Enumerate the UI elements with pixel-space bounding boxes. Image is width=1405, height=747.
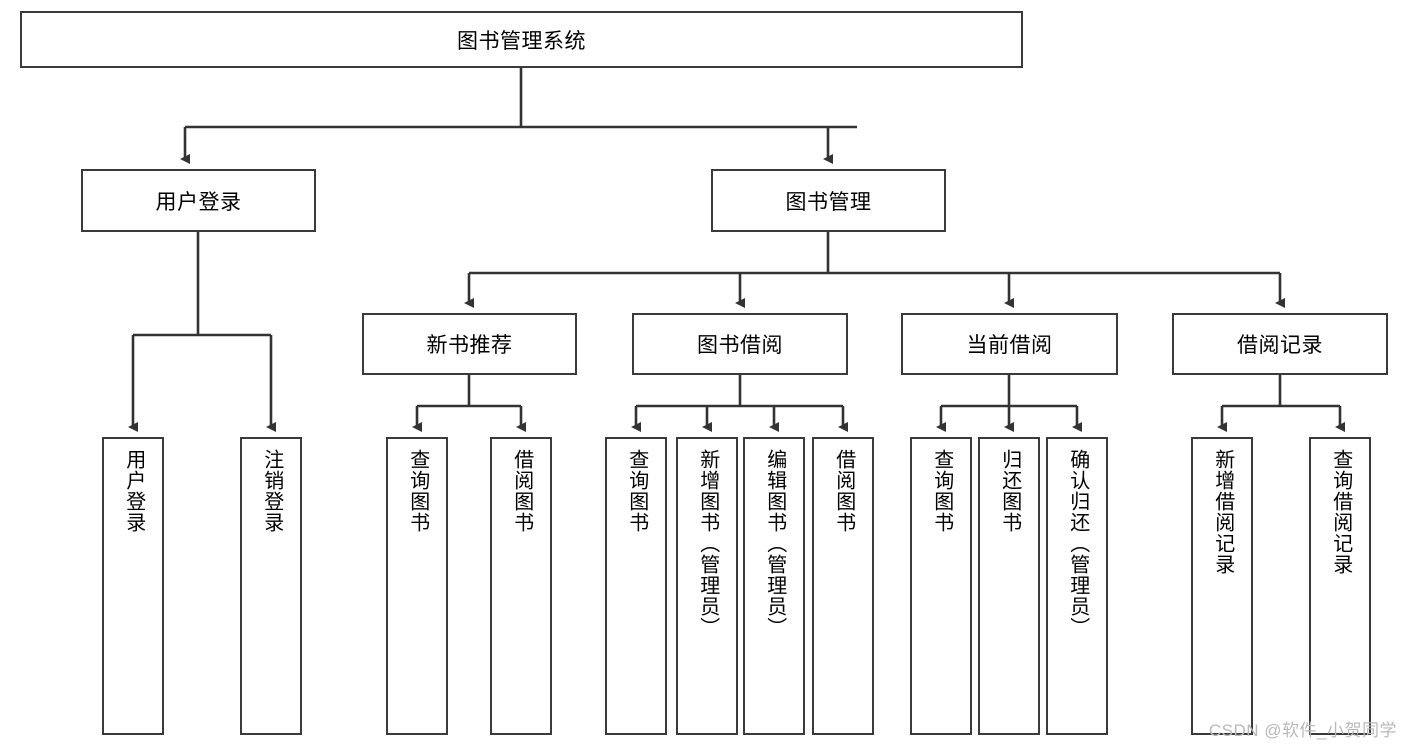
node-book-borrow[interactable]: 图书借阅 — [632, 313, 848, 375]
leaf-current-confirm-return[interactable]: 确认归还（管理员） — [1046, 437, 1108, 735]
leaf-borrow-borrow-book[interactable]: 借阅图书 — [812, 437, 874, 735]
leaf-label: 借阅图书 — [510, 449, 533, 533]
node-current-borrow-label: 当前借阅 — [966, 334, 1053, 357]
leaf-record-add[interactable]: 新增借阅记录 — [1191, 437, 1253, 735]
leaf-label: 借阅图书 — [832, 449, 855, 533]
leaf-borrow-query-book[interactable]: 查询图书 — [605, 437, 667, 735]
leaf-label: 查询图书 — [930, 449, 953, 533]
node-book-borrow-label: 图书借阅 — [697, 334, 783, 357]
node-user-login[interactable]: 用户登录 — [81, 169, 316, 232]
leaf-label: 查询图书 — [625, 449, 648, 533]
node-book-management[interactable]: 图书管理 — [711, 169, 946, 232]
leaf-current-return-book[interactable]: 归还图书 — [978, 437, 1040, 735]
node-new-book-recommend-label: 新书推荐 — [426, 334, 513, 357]
node-root[interactable]: 图书管理系统 — [20, 11, 1023, 68]
leaf-current-query-book[interactable]: 查询图书 — [910, 437, 972, 735]
leaf-borrow-add-book[interactable]: 新增图书（管理员） — [676, 437, 738, 735]
leaf-user-login-login[interactable]: 用户登录 — [102, 437, 164, 735]
node-root-label: 图书管理系统 — [457, 29, 586, 53]
leaf-user-login-logout[interactable]: 注销登录 — [240, 437, 302, 735]
leaf-record-query[interactable]: 查询借阅记录 — [1309, 437, 1371, 735]
leaf-borrow-edit-book[interactable]: 编辑图书（管理员） — [743, 437, 805, 735]
node-book-management-label: 图书管理 — [785, 190, 872, 214]
leaf-label: 注销登录 — [260, 449, 283, 533]
leaf-label: 查询借阅记录 — [1329, 449, 1352, 575]
leaf-new-book-borrow[interactable]: 借阅图书 — [490, 437, 552, 735]
node-borrow-records[interactable]: 借阅记录 — [1172, 313, 1388, 375]
leaf-label: 查询图书 — [406, 449, 429, 533]
leaf-label: 新增图书（管理员） — [696, 449, 719, 638]
node-current-borrow[interactable]: 当前借阅 — [901, 313, 1118, 375]
leaf-label: 用户登录 — [122, 449, 145, 533]
leaf-label: 新增借阅记录 — [1211, 449, 1234, 575]
leaf-label: 确认归还（管理员） — [1066, 449, 1089, 638]
leaf-new-book-query[interactable]: 查询图书 — [386, 437, 448, 735]
node-user-login-label: 用户登录 — [155, 190, 242, 214]
leaf-label: 编辑图书（管理员） — [763, 449, 786, 638]
node-borrow-records-label: 借阅记录 — [1237, 334, 1323, 357]
leaf-label: 归还图书 — [998, 449, 1021, 533]
csdn-watermark: CSDN @软件_小贺同学 — [1208, 721, 1397, 740]
node-new-book-recommend[interactable]: 新书推荐 — [362, 313, 577, 375]
